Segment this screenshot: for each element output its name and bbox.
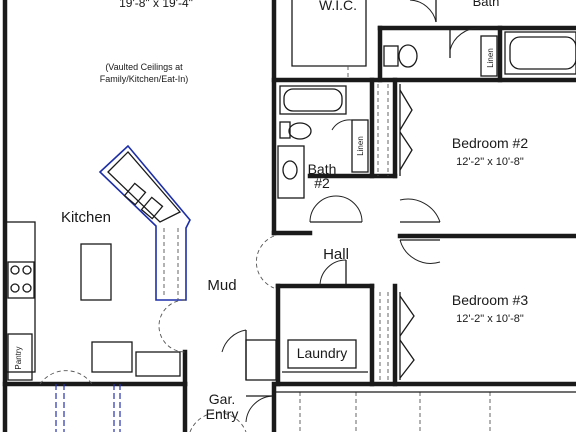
- labels: 19'-8" x 19'-4" W.I.C. Bath (Vaulted Cei…: [14, 0, 528, 422]
- garage-entry-line1: Gar.: [209, 391, 235, 407]
- garage-entry-area: [189, 391, 576, 432]
- hall-area: [255, 195, 441, 289]
- mud-label: Mud: [207, 277, 236, 294]
- linen-mid-label: Linen: [356, 136, 365, 156]
- dim-top-label: 19'-8" x 19'-4": [119, 0, 193, 10]
- vaulted-note-line2: Family/Kitchen/Eat-In): [100, 74, 189, 84]
- bath2-label-line2: #2: [314, 175, 330, 191]
- bath2-area: [277, 84, 389, 199]
- bedroom3-dim: 12'-2" x 10'-8": [456, 313, 524, 325]
- bath-top-label: Bath: [473, 0, 500, 9]
- laundry-label: Laundry: [297, 345, 348, 361]
- kitchen-label: Kitchen: [61, 209, 111, 226]
- hall-label: Hall: [323, 246, 349, 263]
- vaulted-note-line1: (Vaulted Ceilings at: [105, 62, 183, 72]
- wic-label: W.I.C.: [319, 0, 357, 13]
- wic-bath-area: [291, 0, 576, 80]
- bedroom2-dim: 12'-2" x 10'-8": [456, 156, 524, 168]
- pantry-label: Pantry: [14, 346, 23, 369]
- bedroom3-label: Bedroom #3: [452, 292, 528, 308]
- kitchen-area: [4, 144, 191, 432]
- bedroom3-laundry-area: [221, 292, 415, 381]
- bath2-label-line1: Bath: [308, 161, 337, 177]
- linen-top-label: Linen: [486, 48, 495, 68]
- bedroom2-label: Bedroom #2: [452, 135, 528, 151]
- garage-entry-line2: Entry: [206, 406, 239, 422]
- bedroom2-area: [399, 84, 441, 223]
